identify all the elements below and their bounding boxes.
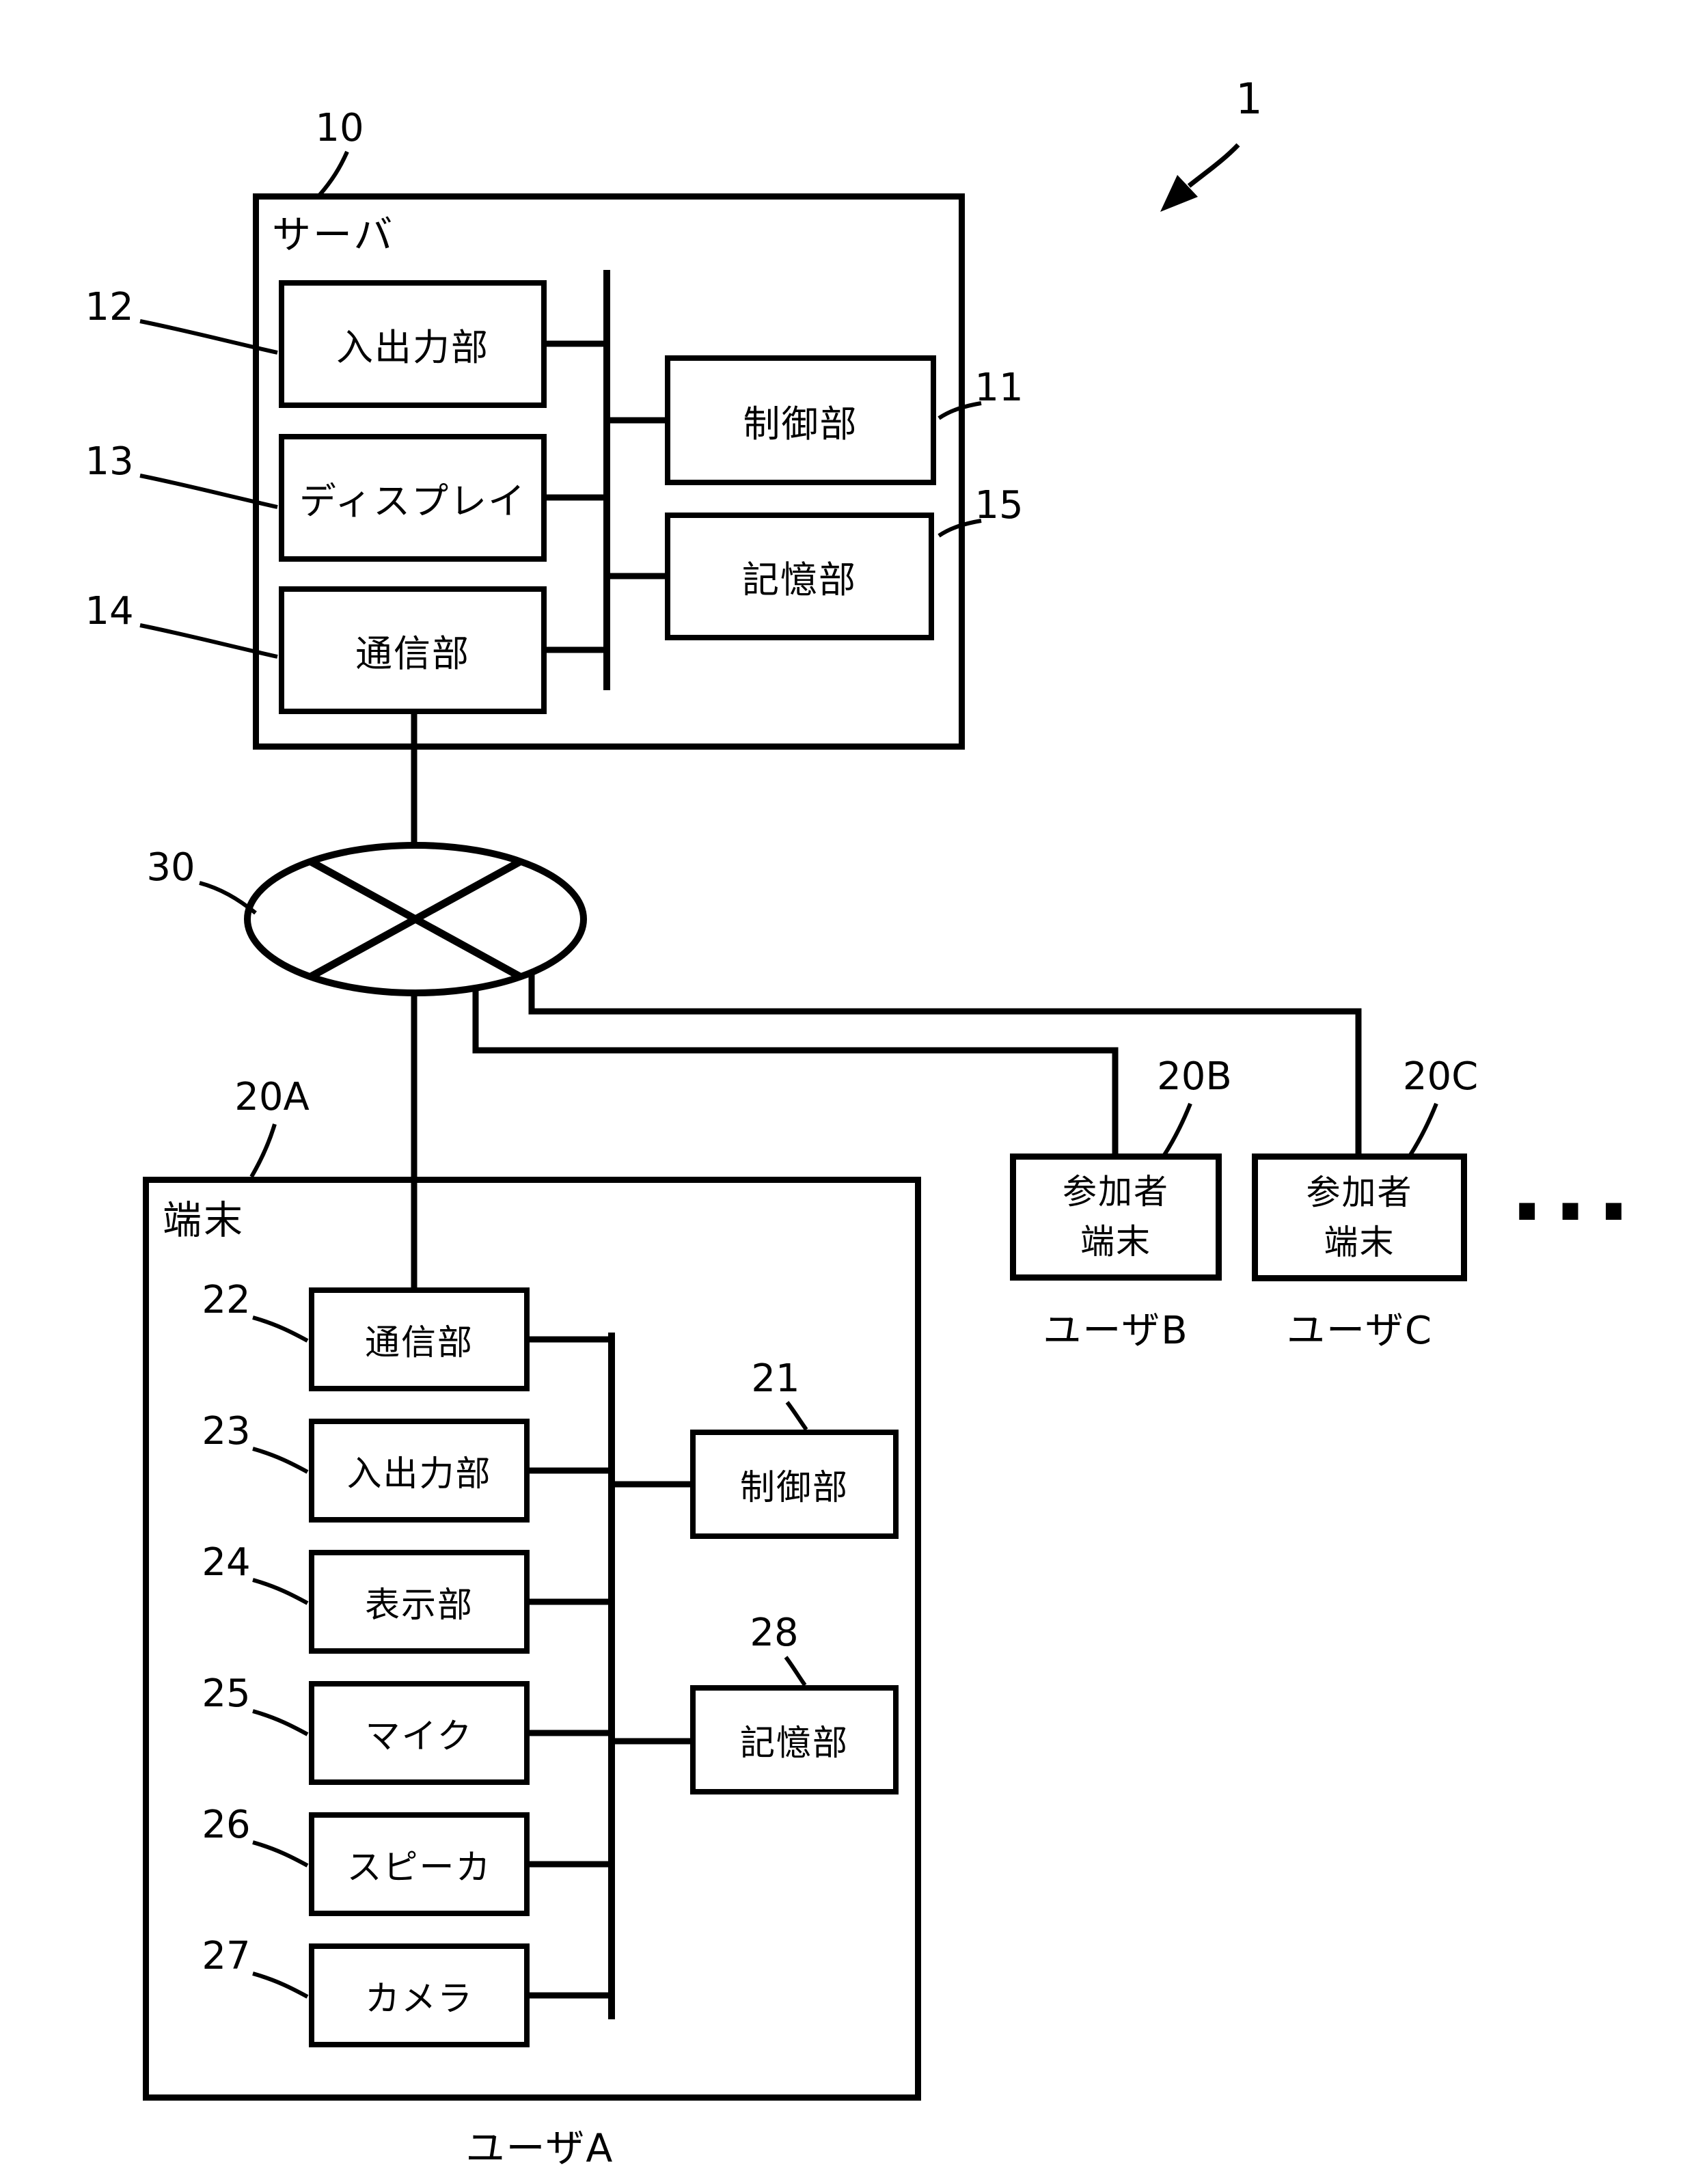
participant-c-line2: 端末 (1324, 1222, 1395, 1262)
terminal-ctrl-box: 制御部 (690, 1430, 899, 1539)
terminal-title: 端末 (163, 1198, 245, 1243)
server-io-box: 入出力部 (279, 280, 547, 408)
server-title: サーバ (272, 213, 395, 258)
ref-label-15: 15 (974, 483, 1024, 528)
terminal-user-label: ユーザA (465, 2126, 614, 2171)
ref-label-12: 12 (85, 285, 134, 329)
leader-line-20b (1162, 1102, 1192, 1156)
network-x-diagonal-2 (309, 858, 522, 980)
terminal-group-box (143, 1177, 921, 2101)
leader-line-30 (199, 881, 257, 915)
terminal-mic-box: マイク (309, 1681, 530, 1785)
leader-line-24 (252, 1578, 309, 1605)
line-network-to-participant-c (528, 957, 1362, 1154)
ref-label-23: 23 (202, 1409, 251, 1453)
leader-line-11 (938, 401, 982, 420)
server-ctrl-box: 制御部 (665, 355, 936, 485)
leader-line-23 (252, 1447, 309, 1474)
ref-label-1: 1 (1235, 74, 1263, 124)
ref-label-22: 22 (202, 1278, 251, 1322)
leader-line-21 (785, 1401, 808, 1431)
leader-line-20c (1408, 1102, 1438, 1156)
leader-line-12 (139, 319, 278, 355)
participant-c-user-label: ユーザC (1287, 1309, 1433, 1353)
participant-c-line1: 参加者 (1306, 1172, 1413, 1212)
overall-ref-arrow-shaft (1187, 143, 1240, 188)
ref-label-11: 11 (974, 366, 1024, 410)
more-participants-ellipsis: ... (1510, 1155, 1641, 1230)
ref-label-28: 28 (750, 1611, 799, 1655)
ref-label-27: 27 (202, 1934, 251, 1978)
participant-b-user-label: ユーザB (1043, 1309, 1189, 1353)
participant-c-box: 参加者 端末 (1252, 1154, 1467, 1281)
ref-label-21: 21 (751, 1356, 800, 1401)
terminal-storage-box: 記憶部 (690, 1685, 899, 1794)
leader-line-14 (139, 623, 278, 659)
leader-line-26 (252, 1840, 309, 1868)
leader-line-27 (252, 1971, 309, 1999)
ref-label-20c: 20C (1402, 1054, 1479, 1099)
server-display-box: ディスプレイ (279, 434, 547, 562)
terminal-speaker-box: スピーカ (309, 1812, 530, 1916)
leader-line-20a (249, 1123, 277, 1178)
ref-label-26: 26 (202, 1803, 251, 1847)
leader-line-25 (252, 1709, 309, 1736)
terminal-camera-box: カメラ (309, 1943, 530, 2047)
line-network-to-participant-b (472, 977, 1119, 1154)
ref-label-24: 24 (202, 1540, 251, 1585)
participant-b-line1: 参加者 (1063, 1172, 1169, 1212)
ref-label-30: 30 (146, 845, 195, 890)
participant-b-line2: 端末 (1080, 1222, 1151, 1261)
terminal-display-box: 表示部 (309, 1550, 530, 1654)
terminal-comm-box: 通信部 (309, 1287, 530, 1391)
leader-line-22 (252, 1315, 309, 1343)
ref-label-14: 14 (85, 589, 134, 633)
server-storage-box: 記憶部 (665, 513, 934, 640)
leader-line-15 (938, 519, 982, 538)
terminal-io-box: 入出力部 (309, 1419, 530, 1523)
ref-label-25: 25 (202, 1671, 251, 1716)
leader-line-13 (139, 474, 278, 509)
ref-label-13: 13 (85, 439, 134, 484)
overall-ref-arrowhead-icon (1160, 175, 1198, 212)
ref-label-20a: 20A (234, 1075, 310, 1119)
leader-line-28 (784, 1656, 807, 1687)
ref-label-20b: 20B (1157, 1054, 1232, 1099)
participant-b-box: 参加者 端末 (1010, 1154, 1222, 1281)
server-comm-box: 通信部 (279, 586, 547, 714)
leader-line-10 (318, 150, 349, 196)
ref-label-10: 10 (315, 106, 364, 150)
server-group-box (253, 193, 965, 750)
